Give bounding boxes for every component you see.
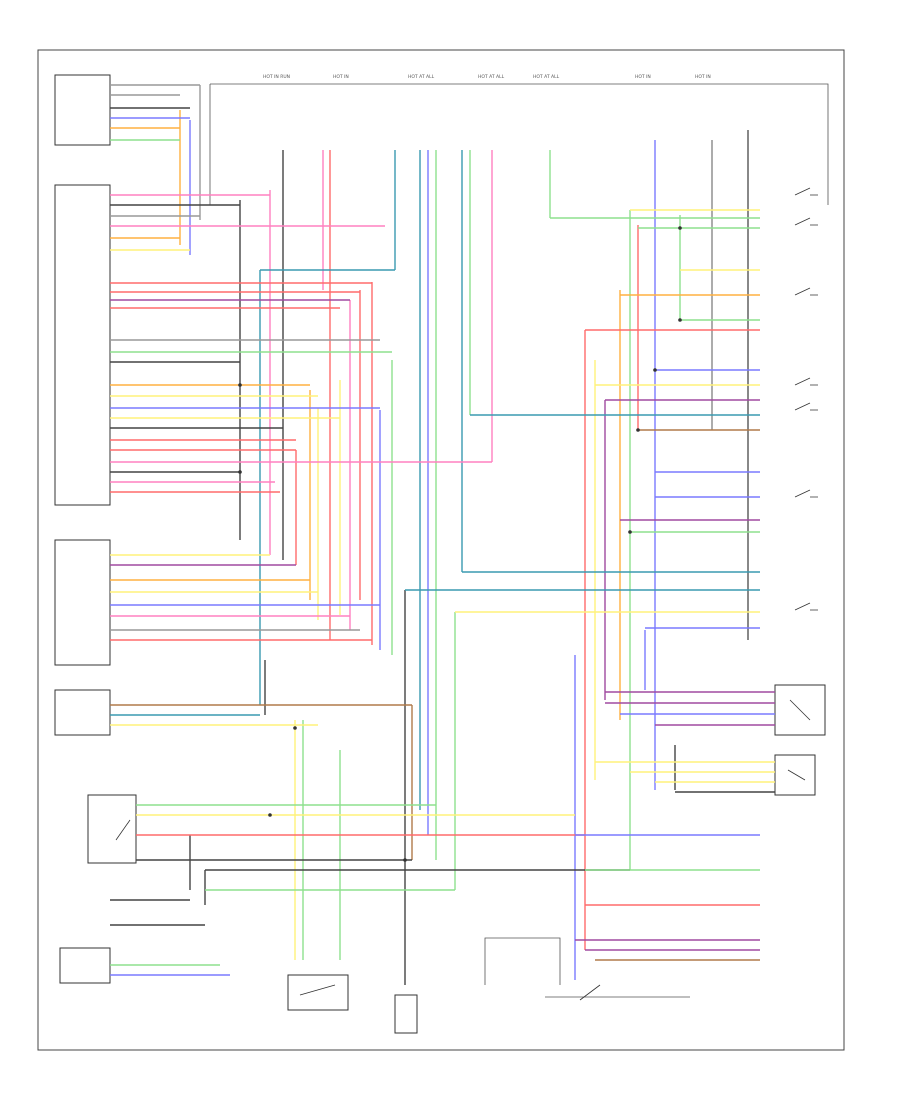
switch-symbols [115,187,818,1001]
fuse-labels: HOT IN RUN HOT IN HOT AT ALL HOT AT ALL … [263,74,711,80]
module-box-pnp [59,947,111,984]
module-box-ascd [54,184,111,506]
module-box-starter [484,937,561,985]
module-box-awd-control [54,74,111,146]
svg-text:HOT IN RUN: HOT IN RUN [263,74,290,80]
wire-horizontals-left [110,84,630,976]
svg-text:HOT IN: HOT IN [333,74,349,80]
diagram-frame [37,49,845,1051]
svg-text:HOT AT ALL: HOT AT ALL [408,74,435,80]
module-box-manual-shift [54,689,111,736]
svg-text:HOT IN: HOT IN [695,74,711,80]
module-box-solenoid-valve [774,684,826,736]
svg-text:HOT IN: HOT IN [635,74,651,80]
svg-text:HOT AT ALL: HOT AT ALL [478,74,505,80]
wire-verticals [179,85,749,985]
module-box-diagnostic [394,994,418,1034]
fuse-block-bracket [209,83,829,205]
module-box-select-switch [54,539,111,666]
wire-horizontals-right [405,209,775,961]
module-box-vehicle-speed [287,974,349,1011]
module-box-fluid-temp [87,794,137,864]
module-box-overdrive [774,754,816,796]
splice-dots [238,226,682,862]
svg-text:HOT AT ALL: HOT AT ALL [533,74,560,80]
